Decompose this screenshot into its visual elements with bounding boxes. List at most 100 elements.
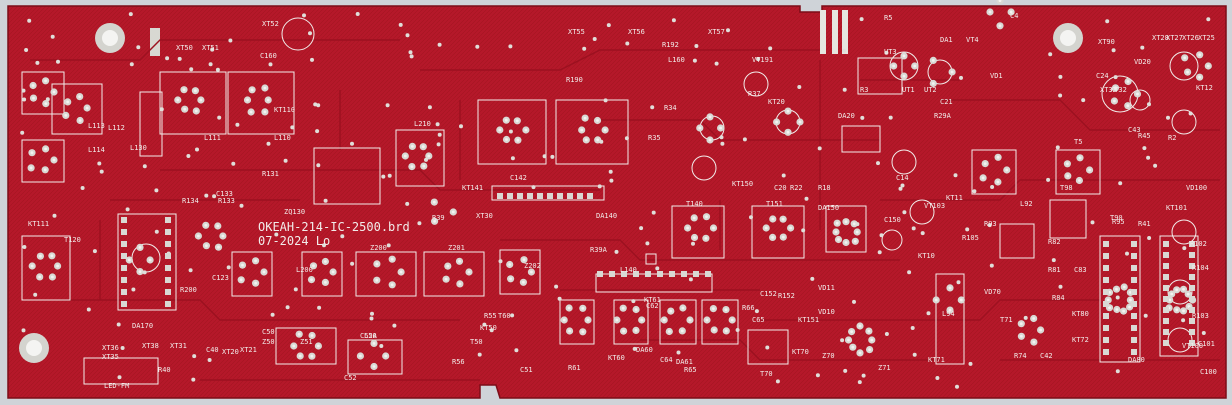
- via: [392, 323, 397, 328]
- via: [907, 270, 912, 275]
- ic-pin-pad: [1103, 253, 1109, 259]
- via: [879, 233, 884, 238]
- component-outline: [743, 71, 769, 97]
- drill-hole: [1114, 86, 1117, 90]
- component-label: R74: [1014, 352, 1027, 360]
- drill-hole: [43, 168, 47, 172]
- component-outline: [159, 71, 227, 135]
- component-outline: [313, 147, 381, 205]
- component-label: R102: [1190, 240, 1207, 248]
- copper-trace: [30, 39, 400, 61]
- via: [99, 169, 104, 174]
- drill-hole: [580, 128, 584, 132]
- via: [21, 328, 26, 333]
- component-label: R93: [984, 220, 997, 228]
- ic-pin-pad: [121, 289, 127, 295]
- via: [417, 221, 422, 226]
- drill-hole: [603, 128, 607, 132]
- via: [129, 62, 134, 67]
- via: [1115, 369, 1120, 374]
- via: [655, 266, 660, 271]
- drill-hole: [505, 138, 508, 141]
- component-label: R61: [568, 364, 581, 372]
- via: [477, 352, 482, 357]
- component-outline: [1171, 109, 1197, 135]
- via: [459, 124, 463, 129]
- ic-pin-pad: [1163, 252, 1169, 258]
- ic-pin-pad: [121, 265, 127, 271]
- via: [817, 146, 822, 151]
- drill-hole: [1126, 104, 1130, 108]
- component-label: KT141: [462, 184, 483, 192]
- via: [97, 161, 102, 166]
- component-label: DA150: [818, 204, 839, 212]
- drill-hole: [522, 258, 526, 262]
- component-label: KT50: [480, 324, 497, 332]
- component-label: DA140: [596, 212, 617, 220]
- component-label: XT35: [102, 353, 119, 361]
- via: [1046, 177, 1051, 182]
- drill-hole: [266, 98, 270, 102]
- drill-hole: [1078, 179, 1081, 182]
- drill-hole: [254, 259, 257, 263]
- component-outline: [1169, 51, 1199, 81]
- via: [884, 332, 889, 336]
- via: [694, 44, 699, 48]
- drill-hole: [50, 254, 54, 258]
- drill-hole: [148, 258, 152, 262]
- via: [1125, 251, 1129, 256]
- via: [215, 67, 220, 72]
- drill-hole: [1115, 308, 1119, 311]
- drill-hole: [194, 109, 198, 113]
- via: [860, 115, 865, 120]
- via: [900, 183, 905, 188]
- via: [1188, 111, 1193, 116]
- ic-pin-pad: [1189, 285, 1195, 291]
- drill-hole: [835, 221, 839, 225]
- ic-pin-pad: [1103, 289, 1109, 295]
- drill-hole: [52, 90, 56, 94]
- via: [614, 249, 619, 254]
- drill-hole: [516, 138, 520, 142]
- drill-hole: [786, 130, 790, 134]
- drill-hole: [771, 236, 774, 239]
- via: [1146, 155, 1151, 160]
- component-label: KT101: [1166, 204, 1187, 212]
- component-label: R5: [884, 14, 892, 22]
- via: [142, 164, 147, 169]
- via: [24, 48, 29, 52]
- via: [379, 344, 384, 348]
- drill-hole: [432, 200, 436, 204]
- via: [857, 380, 862, 385]
- drill-hole: [867, 329, 871, 333]
- component-label: XT30: [476, 212, 493, 220]
- component-label: C52A: [360, 332, 378, 340]
- ic-pin-pad: [609, 271, 615, 277]
- drill-hole: [375, 278, 379, 282]
- via: [804, 196, 809, 201]
- drill-hole: [410, 165, 414, 169]
- component-outline: [645, 253, 657, 265]
- via: [385, 103, 390, 108]
- component-label: R133: [218, 197, 235, 205]
- component-label: KT80: [1072, 310, 1089, 318]
- via: [1090, 220, 1095, 225]
- drill-hole: [858, 324, 862, 328]
- component-label: R35: [648, 134, 661, 142]
- drill-hole: [686, 226, 689, 230]
- component-label: T98: [1060, 184, 1073, 192]
- component-label: ZQ130: [284, 208, 305, 216]
- via: [840, 338, 845, 343]
- drill-hole: [205, 244, 208, 248]
- ic-pin-pad: [1131, 289, 1137, 295]
- drill-hole: [1136, 92, 1139, 96]
- via: [270, 312, 275, 317]
- via: [228, 38, 233, 43]
- drill-hole: [403, 154, 407, 158]
- via: [1201, 331, 1206, 335]
- drill-hole: [1128, 305, 1131, 309]
- drill-hole: [669, 309, 673, 313]
- drill-hole: [692, 216, 696, 220]
- via: [956, 280, 961, 285]
- via: [92, 249, 97, 254]
